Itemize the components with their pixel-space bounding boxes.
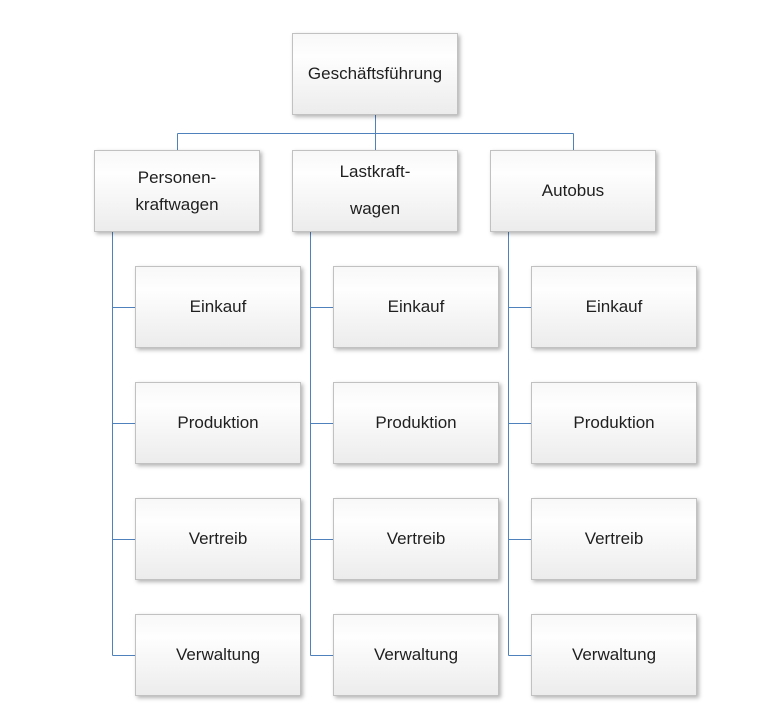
node-einkauf-autobus: Einkauf xyxy=(531,266,697,348)
node-vertreib-pkw: Vertreib xyxy=(135,498,301,580)
node-autobus: Autobus xyxy=(490,150,656,232)
node-verwaltung-autobus: Verwaltung xyxy=(531,614,697,696)
node-geschaeftsfuehrung: Geschäftsführung xyxy=(292,33,458,115)
node-verwaltung-pkw: Verwaltung xyxy=(135,614,301,696)
node-lastkraftwagen: Lastkraft- wagen xyxy=(292,150,458,232)
node-verwaltung-lkw: Verwaltung xyxy=(333,614,499,696)
node-vertreib-lkw: Vertreib xyxy=(333,498,499,580)
node-vertreib-autobus: Vertreib xyxy=(531,498,697,580)
node-produktion-autobus: Produktion xyxy=(531,382,697,464)
node-einkauf-pkw: Einkauf xyxy=(135,266,301,348)
node-produktion-pkw: Produktion xyxy=(135,382,301,464)
node-produktion-lkw: Produktion xyxy=(333,382,499,464)
node-personenkraftwagen: Personen- kraftwagen xyxy=(94,150,260,232)
node-einkauf-lkw: Einkauf xyxy=(333,266,499,348)
